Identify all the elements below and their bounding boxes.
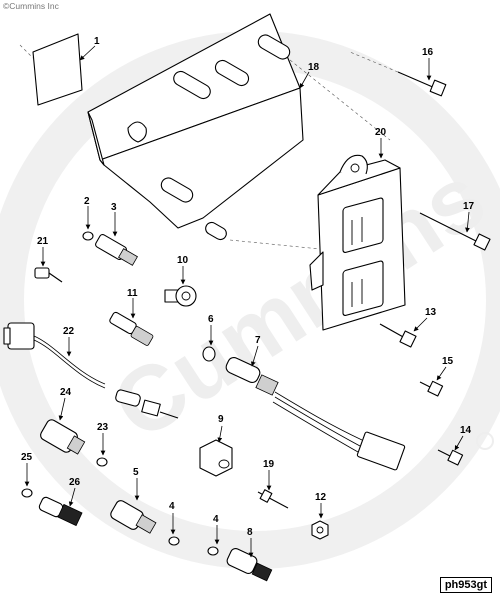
part-1-decal	[19, 33, 83, 106]
callout-11: 11	[127, 288, 138, 299]
part-17-bolt	[419, 212, 491, 251]
callout-12: 12	[315, 492, 327, 503]
part-18-bracket	[87, 13, 391, 251]
leader-lines	[24, 45, 470, 558]
part-21-sensor	[34, 267, 63, 283]
callout-2: 2	[84, 196, 90, 207]
callout-10: 10	[177, 255, 189, 266]
callout-3: 3	[111, 202, 117, 213]
part-5-sensor	[110, 500, 157, 534]
callout-9: 9	[218, 414, 224, 425]
part-9-fitting	[199, 439, 233, 477]
callout-14: 14	[460, 425, 472, 436]
part-23-oring	[96, 457, 108, 467]
part-2-oring	[82, 231, 94, 241]
part-20-ecm	[309, 154, 406, 331]
part-15-bolt	[419, 380, 444, 397]
part-4a-oring	[168, 536, 180, 546]
part-24-sensor	[40, 419, 86, 455]
callout-4a: 4	[169, 501, 175, 512]
part-19-stud	[257, 489, 289, 509]
callout-23: 23	[97, 422, 109, 433]
callout-13: 13	[425, 307, 437, 318]
callout-6: 6	[208, 314, 214, 325]
callout-1: 1	[94, 36, 100, 47]
callout-21: 21	[37, 236, 49, 247]
callout-5: 5	[133, 467, 139, 478]
part-25-oring	[21, 488, 33, 498]
part-3-sensor	[95, 233, 138, 266]
callout-25: 25	[21, 452, 33, 463]
part-11-sensor	[109, 311, 154, 346]
callout-4b: 4	[213, 514, 219, 525]
part-26-sensor	[38, 496, 83, 527]
registered-mark	[476, 432, 494, 450]
part-13-bolt	[379, 323, 417, 348]
callout-18: 18	[308, 62, 320, 73]
diagram-id-label: ph953gt	[439, 577, 492, 593]
part-12-nut	[311, 520, 329, 540]
callout-15: 15	[442, 356, 454, 367]
part-14-bolt	[437, 449, 464, 466]
callout-26: 26	[69, 477, 81, 488]
callout-17: 17	[463, 201, 475, 212]
copyright-notice: ©Cummins Inc	[3, 1, 59, 11]
callout-22: 22	[63, 326, 75, 337]
part-22-harness-sensor	[3, 322, 179, 419]
part-16-bolt	[349, 51, 447, 97]
callout-19: 19	[263, 459, 275, 470]
callout-labels: 1 2 3 4 4 5 6 7 8 9 10 11 12 13 14 15 16…	[21, 36, 475, 538]
part-6-oring	[202, 346, 216, 362]
callout-24: 24	[60, 387, 72, 398]
callout-20: 20	[375, 127, 387, 138]
part-4b-oring	[207, 546, 219, 556]
callout-8: 8	[247, 527, 253, 538]
part-7-sensor-pigtail	[225, 356, 406, 471]
part-10-knock-sensor	[164, 285, 197, 307]
callout-7: 7	[255, 335, 261, 346]
callout-16: 16	[422, 47, 434, 58]
